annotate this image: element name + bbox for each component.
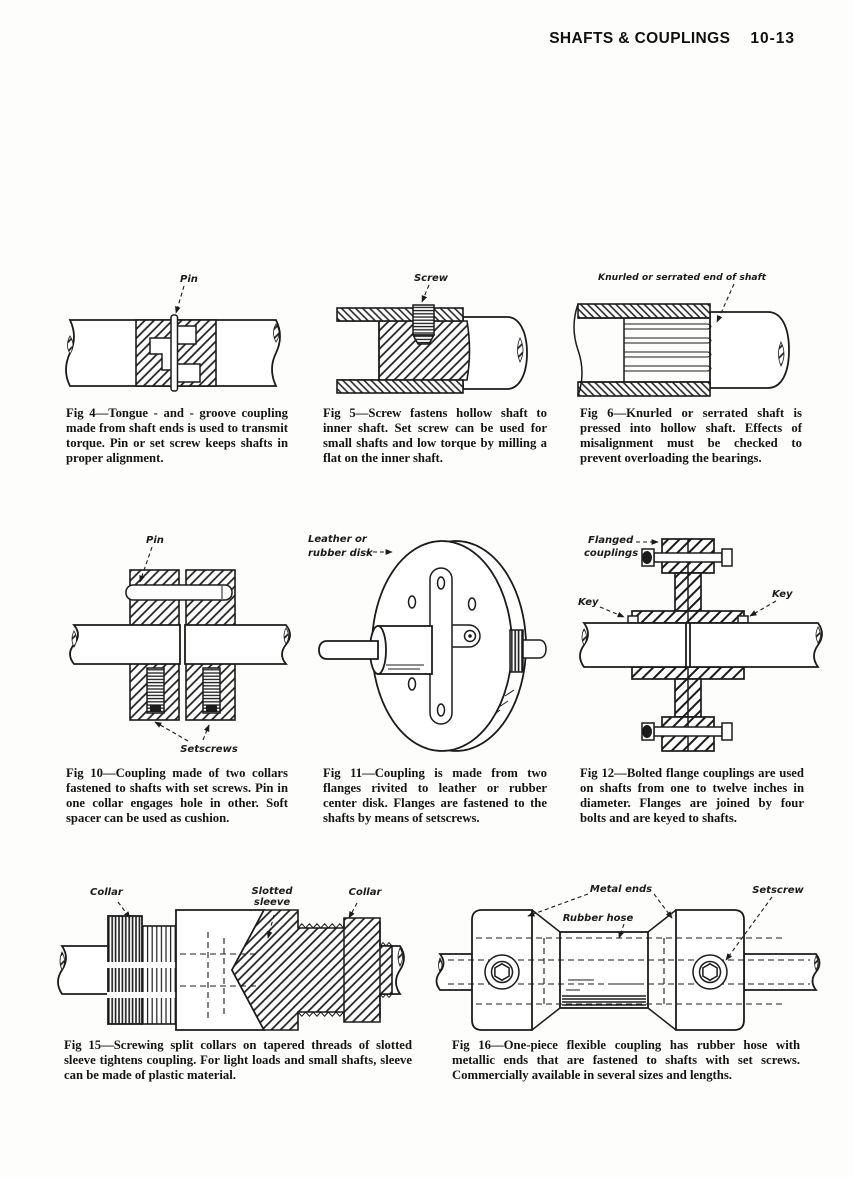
fig4-drawing: Pin [58, 268, 288, 403]
fig15-collar-right-leader [348, 902, 358, 919]
fig12-left-shaft [579, 622, 687, 668]
fig15-left-collar [107, 915, 143, 1025]
fig11-hub [377, 625, 433, 675]
fig11-caption: Fig 11—Coupling is made from two flanges… [323, 766, 547, 825]
fig16-metal-ends-label: Metal ends [590, 884, 652, 895]
fig11-disk-label-line2: rubber disk [308, 548, 374, 559]
fig5-hollow-shaft-top-wall [336, 307, 464, 322]
fig10-pin-leader [139, 546, 153, 583]
fig5-drawing: Screw [321, 268, 539, 403]
fig10-setscrew-leader-left [154, 721, 189, 742]
fig11-right-hub [509, 629, 524, 673]
fig15-sleeve-leader [266, 914, 275, 939]
fig16-setscrew-leader [725, 896, 773, 961]
fig16-right-shaft [743, 953, 821, 991]
fig16-metal-ends-leader-right [653, 893, 673, 919]
fig5-hollow-shaft-bottom-wall [336, 379, 464, 394]
fig12-flanged-label-line1: Flanged [588, 535, 634, 546]
fig6-caption: Fig 6—Knurled or serrated shaft is press… [580, 406, 802, 465]
fig10-right-setscrew [202, 667, 221, 714]
fig6-drawing: Knurled or serrated end of shaft [564, 268, 804, 403]
fig12-bottom-bolt [653, 726, 723, 737]
fig6-hollow-shaft-bottom-wall [577, 381, 711, 397]
fig12-key-left-label: Key [578, 597, 599, 608]
fig10-left-setscrew [146, 667, 165, 714]
fig12-key-right [737, 615, 749, 624]
fig4-caption: Fig 4—Tongue - and - groove coupling mad… [66, 406, 288, 465]
fig5-inner-shaft [378, 320, 471, 381]
fig10-setscrew-leader-right [202, 724, 210, 741]
fig10-caption: Fig 10—Coupling made of two collars fast… [66, 766, 288, 825]
fig11-hole [407, 677, 417, 691]
fig10-setscrews-label: Setscrews [180, 744, 238, 755]
fig11-disk-label-line1: Leather or [308, 534, 368, 545]
fig15-sleeve-label-line1: Slotted [251, 886, 293, 897]
fig5-screw-label: Screw [414, 273, 449, 284]
fig11-spider-arm-vertical [429, 567, 453, 725]
fig15-caption: Fig 15—Screwing split collars on tapered… [64, 1038, 412, 1082]
fig15-collar-left-label: Collar [90, 887, 124, 898]
fig11-right-shaft [522, 639, 547, 659]
fig12-right-shaft [689, 622, 823, 668]
page-number: 10-13 [750, 30, 795, 47]
fig12-flanged-label-line2: couplings [584, 548, 638, 559]
header-title: SHAFTS & COUPLINGS [549, 30, 731, 47]
fig11-left-shaft [318, 640, 379, 660]
fig6-wavy-end [573, 303, 583, 397]
fig16-rubber-hose-leader [618, 923, 625, 939]
fig12-caption: Fig 12—Bolted flange couplings are used … [580, 766, 804, 825]
fig11-rivet-bottom [436, 703, 446, 717]
fig16-hose-shading [562, 995, 646, 1006]
fig6-serrations [624, 323, 712, 372]
fig4-pin-label: Pin [180, 274, 198, 285]
fig15-collar-right-label: Collar [349, 887, 383, 898]
fig15-sleeve-label-line2: sleeve [254, 897, 290, 908]
fig15-drawing: Collar Slotted sleeve Collar [50, 882, 412, 1034]
fig6-shaft [709, 311, 790, 389]
fig15-threads [141, 925, 177, 1025]
fig6-knurled-label: Knurled or serrated end of shaft [598, 272, 767, 283]
fig12-key-right-label: Key [772, 589, 793, 600]
fig5-screw [412, 304, 435, 336]
fig16-rubber-hose-label: Rubber hose [563, 913, 634, 924]
fig12-drawing: Flanged couplings Key Key [566, 526, 824, 758]
fig16-left-hex-socket [494, 962, 510, 982]
fig4-pin-leader [175, 285, 185, 314]
fig16-metal-ends-leader-left [527, 893, 589, 917]
fig5-caption: Fig 5—Screw fastens hollow shaft to inne… [323, 406, 547, 465]
fig10-right-shaft [184, 624, 291, 665]
fig15-sleeve-hatched [231, 909, 393, 1031]
fig11-drawing: Leather or rubber disk [300, 526, 548, 756]
fig11-hole [467, 597, 477, 611]
fig16-drawing: Metal ends Rubber hose Setscrew [428, 880, 830, 1032]
fig11-rivet-top [436, 576, 446, 590]
fig16-right-hex-socket [702, 962, 718, 982]
fig4-pin [170, 314, 179, 392]
fig10-left-shaft [69, 624, 181, 665]
fig12-key-left-leader [599, 606, 625, 618]
fig16-setscrew-label: Setscrew [752, 885, 804, 896]
fig11-hole [407, 595, 417, 609]
fig5-inner-shaft-end [462, 316, 528, 390]
fig12-top-bolt [653, 552, 723, 563]
fig10-drawing: Pin Setscrews [62, 528, 297, 758]
fig10-pin-label: Pin [146, 535, 164, 546]
fig6-hollow-shaft-top-wall [577, 303, 711, 319]
fig12-key-left [627, 615, 639, 624]
fig10-pin [125, 584, 233, 601]
page-header: SHAFTS & COUPLINGS 10-13 [549, 30, 795, 48]
fig12-key-right-leader [749, 600, 777, 617]
fig5-screw-leader [421, 284, 430, 303]
fig16-caption: Fig 16—One-piece flexible coupling has r… [452, 1038, 800, 1082]
fig15-collar-left-leader [117, 901, 131, 919]
